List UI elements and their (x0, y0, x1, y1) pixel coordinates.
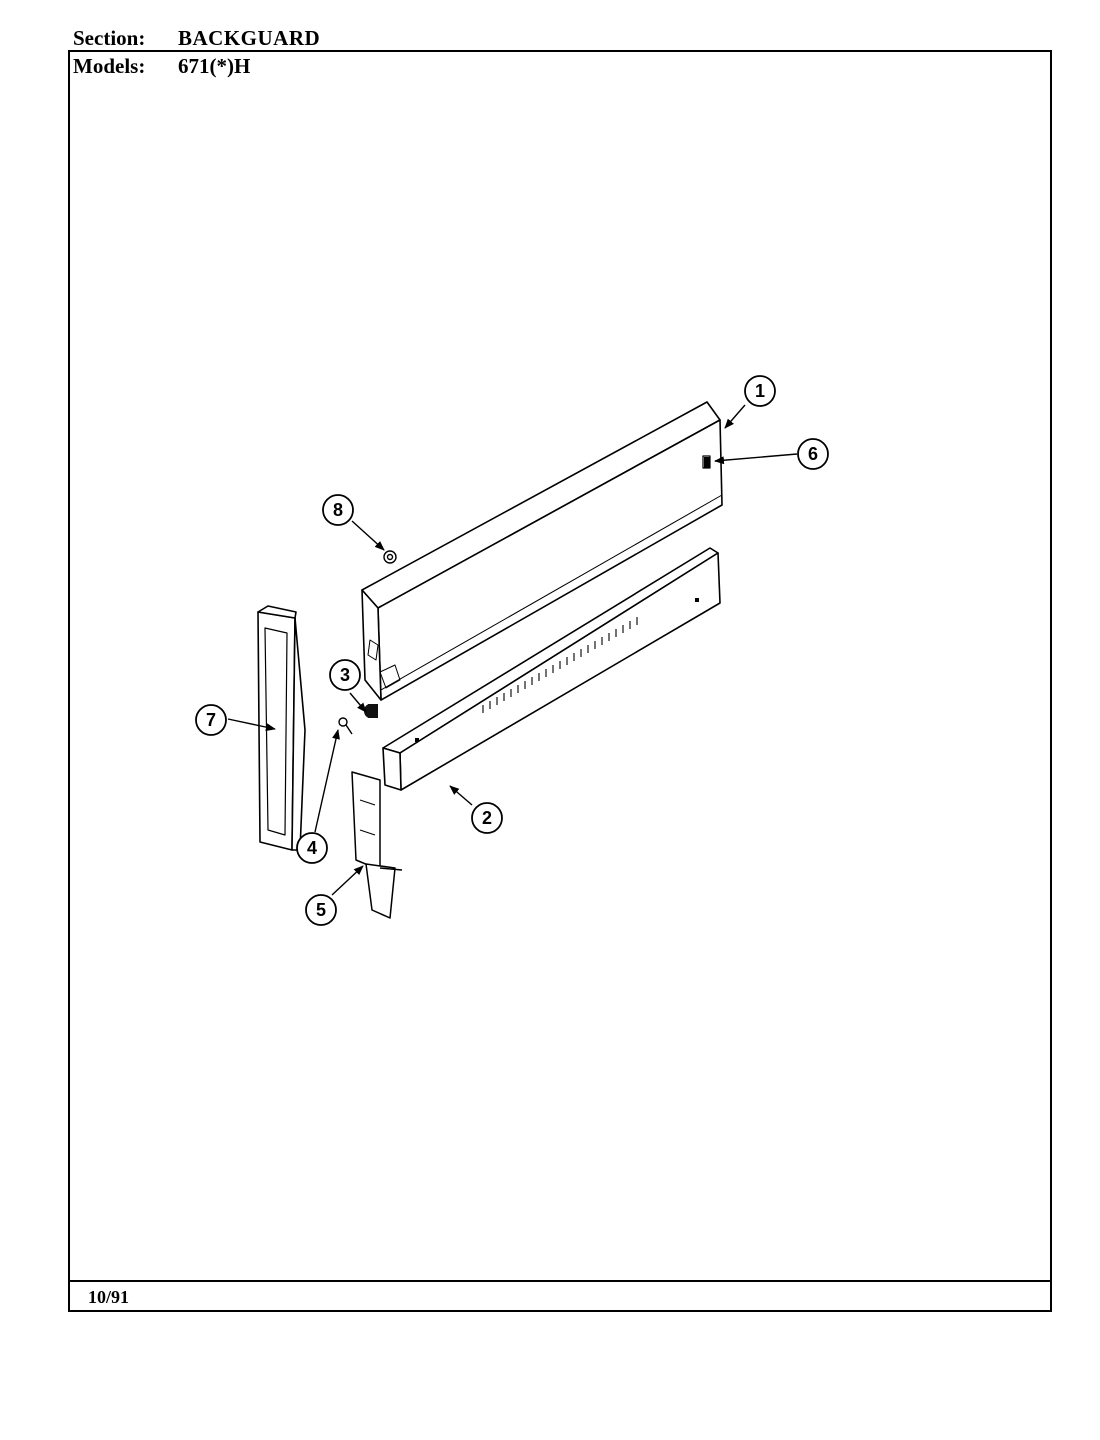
models-value: 671(*)H (178, 54, 251, 78)
callout-2: 2 (471, 802, 503, 834)
leader-7 (227, 718, 276, 732)
callout-8: 8 (322, 494, 354, 526)
leader-1 (724, 404, 746, 429)
callout-1-label: 1 (755, 381, 765, 401)
callout-5: 5 (305, 894, 337, 926)
section-title: BACKGUARD (178, 26, 321, 50)
leader-lines (227, 404, 798, 896)
nut (383, 550, 397, 564)
upper-backguard-panel (361, 401, 723, 701)
callout-3-label: 3 (340, 665, 350, 685)
section-label: Section: (73, 26, 146, 50)
callout-4: 4 (296, 832, 328, 864)
clip (704, 457, 710, 468)
footer-divider (68, 1280, 1052, 1282)
revision-date: 10/91 (88, 1287, 130, 1307)
vent-slots (482, 617, 638, 713)
callout-6-label: 6 (808, 444, 818, 464)
callout-5-label: 5 (316, 900, 326, 920)
callouts: 1 2 3 4 5 6 7 8 (195, 375, 829, 926)
callout-3: 3 (329, 659, 361, 691)
models-label: Models: (73, 54, 146, 78)
callout-7: 7 (195, 704, 227, 736)
callout-8-label: 8 (333, 500, 343, 520)
screw (338, 717, 353, 735)
leader-3 (349, 692, 367, 713)
callout-7-label: 7 (206, 710, 216, 730)
callout-2-label: 2 (482, 808, 492, 828)
diagram-frame (68, 50, 1052, 1312)
leader-2 (449, 785, 473, 806)
end-cap (257, 605, 306, 851)
leader-4 (314, 729, 340, 833)
lower-backguard-panel (382, 547, 721, 791)
leader-5 (331, 865, 364, 896)
leader-8 (351, 520, 385, 551)
leader-6 (714, 453, 798, 465)
callout-4-label: 4 (307, 838, 317, 858)
callout-6: 6 (797, 438, 829, 470)
grommet (364, 704, 378, 718)
mounting-bracket (351, 771, 403, 919)
callout-1: 1 (744, 375, 776, 407)
